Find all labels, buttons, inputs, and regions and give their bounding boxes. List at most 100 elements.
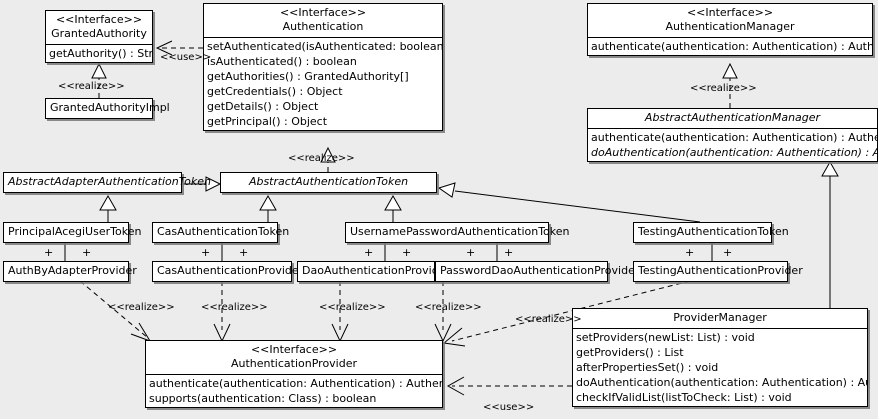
stereotype-label: <<Interface>> [250,343,338,356]
edge-label-use-auth-granted: <<use>> [160,52,212,63]
member-row: authenticate(authentication: Authenticat… [149,377,442,390]
class-name-label: PasswordDaoAuthenticationProvider [440,264,640,277]
edge-label-realize-authtoken: <<realize>> [288,153,355,164]
multiplicity-marker: + [685,246,695,259]
class-testing-authentication-provider[interactable]: TestingAuthenticationProvider [633,261,803,282]
member-row: setAuthenticated(isAuthenticated: boolea… [207,40,442,53]
class-authentication[interactable]: <<Interface>> Authentication setAuthenti… [203,3,443,131]
class-abstract-authentication-manager[interactable]: AbstractAuthenticationManager authentica… [587,108,878,162]
members-compartment-granted-authority: getAuthority() : String [46,44,152,62]
members-compartment-authentication-manager: authenticate(authentication: Authenticat… [588,37,872,55]
edge-label-use-providermanager: <<use>> [483,402,535,413]
class-authentication-provider[interactable]: <<Interface>> AuthenticationProvider aut… [145,340,443,408]
arrowhead-use-providermanager [446,376,465,396]
multiplicity-marker: + [239,246,249,259]
class-provider-manager[interactable]: ProviderManager setProviders(newList: Li… [572,308,868,407]
class-name-label: Authentication [282,20,364,33]
multiplicity-marker: + [82,246,92,259]
class-granted-authority[interactable]: <<Interface>> GrantedAuthority getAuthor… [45,10,153,63]
class-abstract-adapter-authentication-token[interactable]: AbstractAdapterAuthenticationToken [3,172,211,193]
class-name-label: PrincipalAcegiUserToken [8,225,142,238]
class-header-cas-authentication-provider: CasAuthenticationProvider [153,262,303,281]
member-row: getAuthority() : String [49,47,152,60]
class-header-auth-by-adapter-provider: AuthByAdapterProvider [4,262,137,281]
arrowhead-generalize-castoken [259,194,277,211]
class-name-label: UsernamePasswordAuthenticationToken [350,225,570,238]
member-row: getCredentials() : Object [207,85,343,98]
member-row: doAuthentication(authentication: Authent… [576,376,867,389]
class-principal-acegi-user-token[interactable]: PrincipalAcegiUserToken [3,222,142,243]
member-row: getAuthorities() : GrantedAuthority[] [207,70,409,83]
edge-realize-authbyadapter [79,280,149,339]
class-name-label: AuthenticationManager [665,20,795,33]
arrowhead-realize-absauthmgr [722,62,738,79]
class-abstract-authentication-token[interactable]: AbstractAuthenticationToken [220,172,437,193]
class-name-label: TestingAuthenticationProvider [638,264,803,277]
edge-label-realize-absauthmgr: <<realize>> [690,83,757,94]
class-header-abstract-authentication-manager: AbstractAuthenticationManager [588,109,877,128]
class-name-label: TestingAuthenticationToken [638,225,789,238]
edge-label-realize-testing: <<realize>> [515,314,582,325]
member-row: doAuthentication(authentication: Authent… [591,146,877,159]
class-name-label: GrantedAuthority [51,27,147,40]
member-row: supports(authentication: Class) : boolea… [149,392,377,405]
edge-label-realize-dao: <<realize>> [319,302,386,313]
class-header-granted-authority: <<Interface>> GrantedAuthority [46,11,152,44]
member-row: getPrincipal() : Object [207,115,328,128]
class-name-label: ProviderManager [673,311,767,324]
class-name-label: AbstractAdapterAuthenticationToken [8,175,211,188]
member-row: authenticate(authentication: Authenticat… [591,131,877,144]
member-row: afterPropertiesSet() : void [576,361,719,374]
class-username-password-authentication-token[interactable]: UsernamePasswordAuthenticationToken [345,222,570,243]
class-authentication-manager[interactable]: <<Interface>> AuthenticationManager auth… [587,3,873,56]
class-cas-authentication-provider[interactable]: CasAuthenticationProvider [152,261,303,282]
edge-realize-testing [451,280,691,342]
class-name-label: AuthenticationProvider [230,357,358,370]
members-compartment-authentication: setAuthenticated(isAuthenticated: boolea… [204,37,442,130]
class-name-label: DaoAuthenticationProvider [302,264,450,277]
class-name-label: AuthByAdapterProvider [8,264,137,277]
arrowhead-realize-authtoken [320,146,336,163]
class-header-username-password-authentication-token: UsernamePasswordAuthenticationToken [346,223,570,242]
arrowhead-generalize-principaltoken [99,194,117,211]
stereotype-label: <<Interface>> [279,6,367,19]
class-header-abstract-adapter-authentication-token: AbstractAdapterAuthenticationToken [4,173,211,192]
members-compartment-abstract-authentication-manager: authenticate(authentication: Authenticat… [588,128,877,161]
class-header-testing-authentication-provider: TestingAuthenticationProvider [634,262,803,281]
class-name-label: AbstractAuthenticationManager [644,111,821,124]
multiplicity-marker: + [364,246,374,259]
arrowhead-realize-authbyadapter [130,322,152,342]
class-name-label: GrantedAuthorityImpl [50,101,170,114]
multiplicity-marker: + [723,246,733,259]
class-cas-authentication-token[interactable]: CasAuthenticationToken [152,222,289,243]
class-testing-authentication-token[interactable]: TestingAuthenticationToken [633,222,789,243]
multiplicity-marker: + [504,246,514,259]
member-row: authenticate(authentication: Authenticat… [591,40,872,53]
class-header-abstract-authentication-token: AbstractAuthenticationToken [221,173,436,192]
class-header-authentication: <<Interface>> Authentication [204,4,442,37]
class-header-testing-authentication-token: TestingAuthenticationToken [634,223,789,242]
class-password-dao-authentication-provider[interactable]: PasswordDaoAuthenticationProvider [435,261,640,282]
members-compartment-provider-manager: setProviders(newList: List) : void getPr… [573,328,867,406]
arrowhead-generalize-adaptertoken [205,176,222,192]
class-auth-by-adapter-provider[interactable]: AuthByAdapterProvider [3,261,137,282]
multiplicity-marker: + [44,246,54,259]
members-compartment-authentication-provider: authenticate(authentication: Authenticat… [146,374,442,407]
class-granted-authority-impl[interactable]: GrantedAuthorityImpl [45,98,170,119]
class-header-dao-authentication-provider: DaoAuthenticationProvider [298,262,450,281]
edge-generalize-testingtoken [454,190,701,223]
member-row: checkIfValidList(listToCheck: List) : vo… [576,391,792,404]
class-header-cas-authentication-token: CasAuthenticationToken [153,223,289,242]
arrowhead-generalize-usernametoken [384,194,402,211]
member-row: setProviders(newList: List) : void [576,331,755,344]
multiplicity-marker: + [402,246,412,259]
arrowhead-generalize-testingtoken [437,182,456,198]
class-header-authentication-provider: <<Interface>> AuthenticationProvider [146,341,442,374]
edge-label-realize-grantedimpl: <<realize>> [58,81,125,92]
edge-label-realize-authbyadapter: <<realize>> [108,302,175,313]
multiplicity-marker: + [201,246,211,259]
multiplicity-marker: + [466,246,476,259]
class-dao-authentication-provider[interactable]: DaoAuthenticationProvider [297,261,450,282]
